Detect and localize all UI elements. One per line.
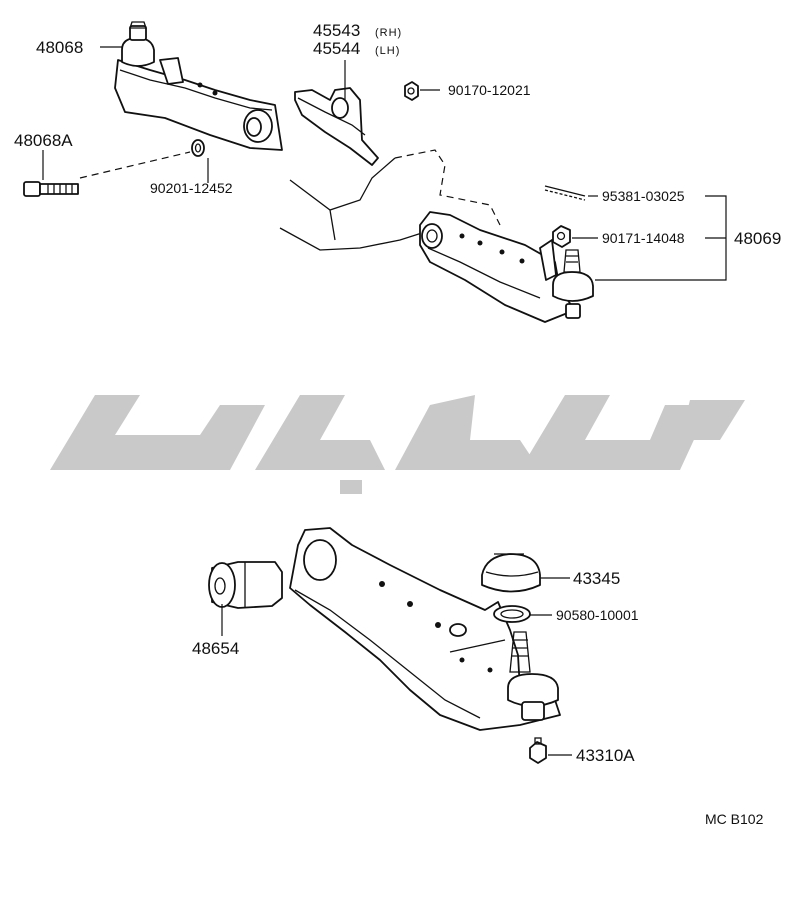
leader-lines xyxy=(42,46,727,756)
label-45544-side: (LH) xyxy=(375,45,400,57)
frame-outline xyxy=(279,149,501,251)
watermark-logo xyxy=(50,395,745,494)
upper-control-arm-48068 xyxy=(114,21,283,151)
nut-43310A xyxy=(529,737,547,764)
bracket-45543-45544 xyxy=(294,87,379,166)
label-48068: 48068 xyxy=(36,38,83,57)
label-90171-14048: 90171-14048 xyxy=(602,230,685,246)
lower-arm-48069 xyxy=(419,211,594,323)
ring-90580-10001 xyxy=(493,605,531,623)
label-48654: 48654 xyxy=(192,639,239,658)
label-43345: 43345 xyxy=(573,569,620,588)
label-90580-10001: 90580-10001 xyxy=(556,607,639,623)
label-45544: 45544 xyxy=(313,39,360,58)
label-45543: 45543 xyxy=(313,21,360,40)
nut-90170-12021 xyxy=(404,81,419,101)
label-45543-side: (RH) xyxy=(375,27,402,39)
diagram-code: MC B102 xyxy=(705,811,764,827)
lower-control-arm xyxy=(289,527,561,731)
label-43310A: 43310A xyxy=(576,746,635,765)
label-90201-12452: 90201-12452 xyxy=(150,180,233,196)
cotter-pin-95381-03025 xyxy=(544,185,586,201)
dust-boot-43345 xyxy=(481,553,541,593)
washer-90201-12452 xyxy=(191,139,205,157)
bolt-48068A xyxy=(23,151,191,197)
part-labels: 48068 48068A 90201-12452 45543 (RH) 4554… xyxy=(14,21,781,827)
nut-90171-14048 xyxy=(552,225,571,248)
label-95381-03025: 95381-03025 xyxy=(602,188,685,204)
label-48069: 48069 xyxy=(734,229,781,248)
label-48068A: 48068A xyxy=(14,131,73,150)
label-90170-12021: 90170-12021 xyxy=(448,82,531,98)
bushing-48654 xyxy=(208,561,283,609)
